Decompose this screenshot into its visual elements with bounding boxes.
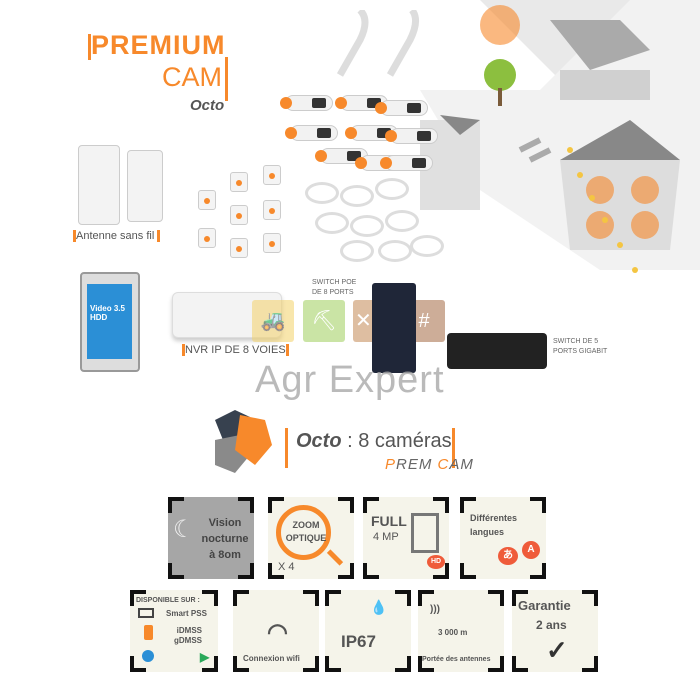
- feature-warranty: Garantie 2 ans ✓: [512, 590, 598, 672]
- film-icon: [411, 513, 439, 553]
- feature-range: ))) 3 000 m Portée des antennes: [418, 590, 504, 672]
- nvr-label: NVR IP DE 8 VOIES: [182, 344, 289, 357]
- hdd-image: Video 3.5 HDD: [80, 272, 140, 372]
- feature-ip67: 💧 IP67: [325, 590, 411, 672]
- wifi-icon: ◠: [267, 619, 288, 646]
- speech-bubble-icon: あ: [498, 547, 518, 565]
- tractor-icon: 🚜: [252, 300, 294, 342]
- antenna-signal-icon: ))): [430, 604, 440, 615]
- antenna-label: Antenne sans fil: [73, 230, 161, 243]
- wheelbarrow-icon: ⛏: [303, 300, 345, 342]
- brand-cam: CAM: [162, 56, 228, 101]
- brand-octo: Octo: [190, 97, 225, 114]
- hdd-label: Video 3.5: [90, 304, 125, 313]
- moon-icon: ☾: [173, 516, 195, 543]
- title-premium: PREMIUM: [91, 30, 226, 60]
- bracket-image: [336, 10, 419, 77]
- checkmark-icon: ✓: [546, 635, 568, 665]
- subheadline: PREM CAM: [385, 456, 474, 473]
- feature-wifi: ◠ Connexion wifi: [233, 590, 319, 672]
- app-store-icon: [142, 650, 154, 662]
- speech-bubble-icon: A: [522, 541, 540, 559]
- laptop-icon: [138, 608, 154, 618]
- feature-resolution: FULL 4 MP HD: [363, 497, 449, 579]
- magnifier-icon: [276, 505, 331, 560]
- switch-poe-image: [372, 283, 416, 373]
- play-store-icon: ▶: [200, 650, 210, 664]
- raindrops-icon: 💧: [370, 599, 390, 615]
- antenna-image: [78, 145, 120, 225]
- title-cam: CAM: [162, 62, 222, 92]
- phone-icon: [144, 625, 153, 640]
- watermark: Agr Expert: [255, 359, 445, 401]
- antenna-image: [127, 150, 163, 222]
- switch-gigabit-image: [447, 333, 547, 369]
- farm-illustration: [420, 0, 700, 273]
- brand-title: PREMIUM: [88, 30, 226, 61]
- agriexpert-logo: [215, 410, 272, 473]
- headline: Octo : 8 caméras: [285, 428, 455, 468]
- hdd-label: HDD: [90, 313, 108, 322]
